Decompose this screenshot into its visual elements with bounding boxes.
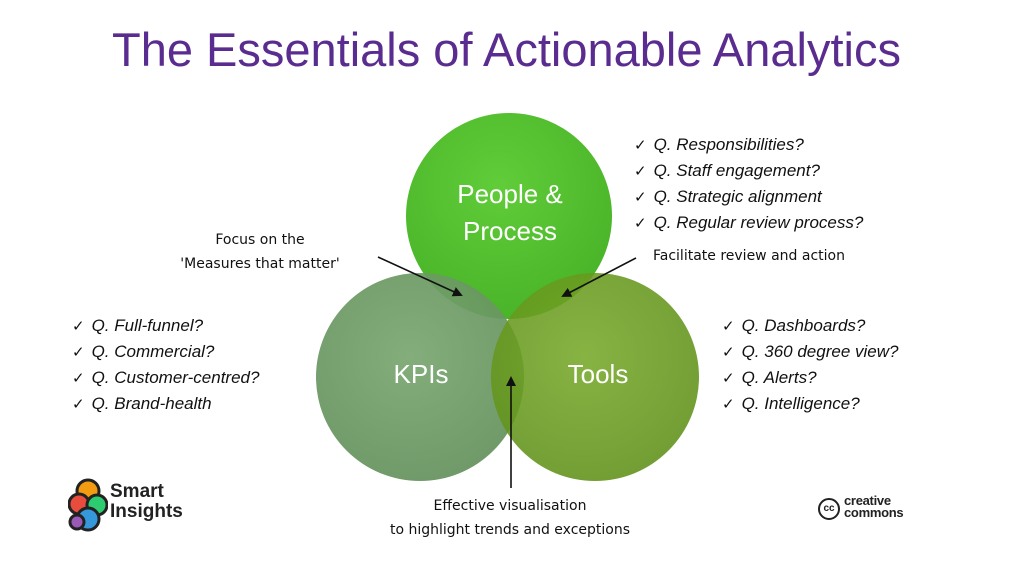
tools-checklist: ✓Q. Dashboards? ✓Q. 360 degree view? ✓Q.…: [722, 313, 898, 417]
checklist-item: ✓Q. Staff engagement?: [634, 161, 820, 180]
cc-badge-icon: cc: [818, 498, 840, 520]
check-icon: ✓: [634, 162, 647, 180]
creative-commons-logo: cc creative commons: [818, 494, 928, 524]
cc-logo-line2: commons: [844, 505, 904, 520]
smart-insights-logo: Smart Insights: [68, 476, 208, 536]
checklist-item: ✓Q. 360 degree view?: [722, 342, 899, 361]
people-process-label-line1: People &: [457, 179, 563, 209]
check-icon: ✓: [634, 214, 647, 232]
check-icon: ✓: [634, 136, 647, 154]
checklist-item: ✓Q. Responsibilities?: [634, 135, 804, 154]
checklist-item: ✓Q. Dashboards?: [722, 316, 866, 335]
slide-title: The Essentials of Actionable Analytics: [112, 23, 901, 76]
visualisation-annotation: Effective visualisation to highlight tre…: [360, 494, 660, 542]
facilitate-annotation: Facilitate review and action: [653, 248, 845, 264]
people-process-label-line2: Process: [463, 216, 557, 246]
checklist-item: ✓Q. Strategic alignment: [634, 187, 822, 206]
check-icon: ✓: [72, 317, 85, 335]
kpis-checklist: ✓Q. Full-funnel? ✓Q. Commercial? ✓Q. Cus…: [72, 313, 259, 417]
people-process-checklist: ✓Q. Responsibilities? ✓Q. Staff engageme…: [634, 132, 863, 236]
check-icon: ✓: [722, 395, 735, 413]
kpis-label: KPIs: [394, 359, 449, 389]
focus-annotation: Focus on the 'Measures that matter': [160, 228, 360, 276]
focus-arrow: [377, 256, 463, 297]
checklist-item: ✓Q. Intelligence?: [722, 394, 860, 413]
check-icon: ✓: [722, 317, 735, 335]
visualisation-annotation-line2: to highlight trends and exceptions: [389, 522, 631, 538]
kpis-circle: [316, 273, 524, 481]
checklist-item: ✓Q. Alerts?: [722, 368, 817, 387]
check-icon: ✓: [634, 188, 647, 206]
check-icon: ✓: [722, 343, 735, 361]
checklist-item: ✓Q. Brand-health: [72, 394, 212, 413]
checklist-item: ✓Q. Commercial?: [72, 342, 215, 361]
smart-insights-emblem-icon: [68, 478, 108, 532]
check-icon: ✓: [72, 369, 85, 387]
facilitate-arrow: [561, 257, 637, 297]
tools-circle: [491, 273, 699, 481]
smart-insights-logo-line1: Smart: [110, 481, 164, 502]
check-icon: ✓: [722, 369, 735, 387]
checklist-item: ✓Q. Regular review process?: [634, 213, 864, 232]
people-process-circle: [406, 113, 612, 319]
smart-insights-logo-line2: Insights: [110, 501, 183, 522]
tools-label: Tools: [568, 359, 629, 389]
check-icon: ✓: [72, 343, 85, 361]
focus-annotation-line2: 'Measures that matter': [180, 256, 340, 272]
focus-annotation-line1: Focus on the: [215, 232, 305, 248]
visualisation-annotation-line1: Effective visualisation: [433, 498, 587, 514]
cc-logo-line1: creative: [844, 493, 891, 508]
checklist-item: ✓Q. Customer-centred?: [72, 368, 260, 387]
check-icon: ✓: [72, 395, 85, 413]
checklist-item: ✓Q. Full-funnel?: [72, 316, 204, 335]
